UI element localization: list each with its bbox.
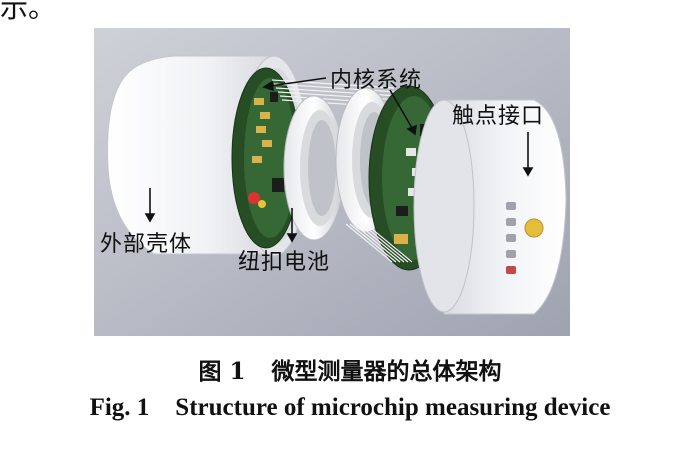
outer-shell-label: 外部壳体 [100,232,193,257]
caption-cn-title: 微型测量器的总体架构 [271,358,502,385]
contact-pin [506,234,516,242]
label-arrows [144,77,534,243]
contact-pin [506,266,516,274]
coin-battery-1 [283,95,345,241]
contact-pin [506,202,516,210]
contact-pin [506,218,516,226]
caption-cn-number: 图 1 [198,358,246,385]
contact-pin [506,250,516,258]
caption-chinese: 图 1 微型测量器的总体架构 [0,352,700,386]
device-render [94,28,570,336]
coin-battery-label: 纽扣电池 [238,250,331,275]
core-system-label: 内核系统 [330,68,423,93]
caption-en-title: Structure of microchip measuring device [175,394,611,421]
preceding-text: 示。 [0,0,57,24]
contact-button [524,218,544,238]
ribbon-cable-bottom [345,223,413,263]
caption-en-number: Fig. 1 [89,394,150,421]
outer-shell-right [413,99,567,315]
contact-interface-label: 触点接口 [452,104,545,129]
caption-english: Fig. 1 Structure of microchip measuring d… [0,394,700,422]
